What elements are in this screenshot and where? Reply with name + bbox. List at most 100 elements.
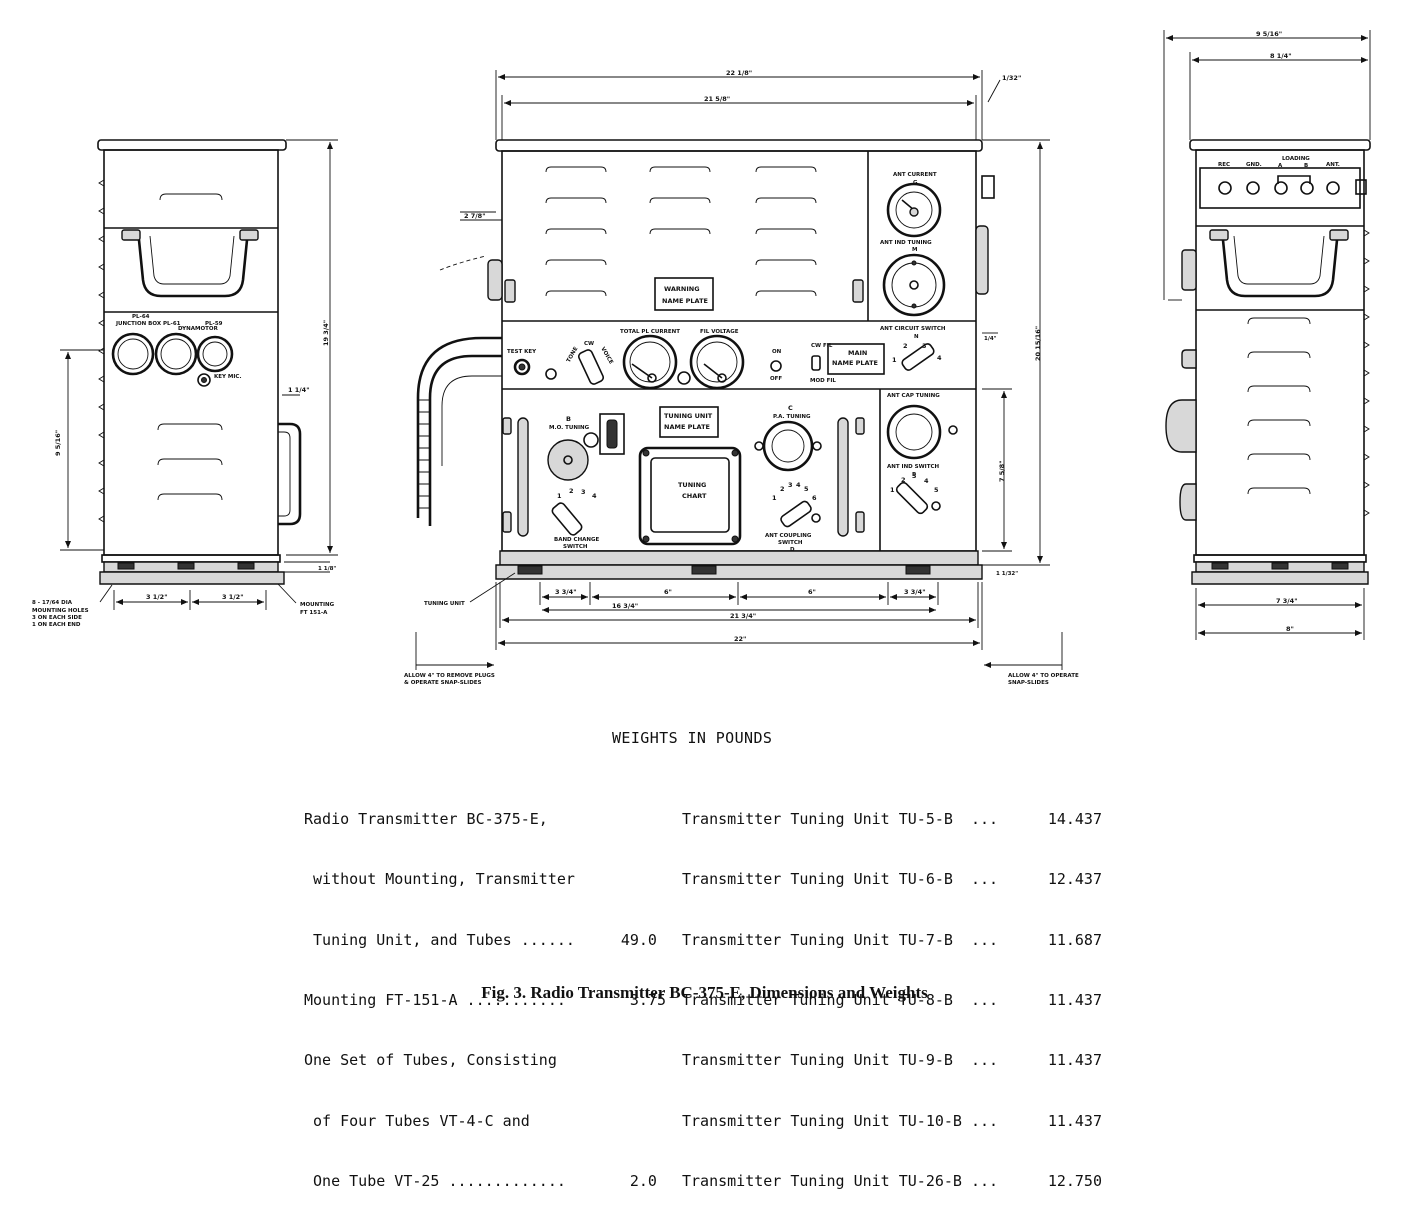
ant-ind-switch-icon[interactable] <box>895 481 929 515</box>
bottom-dim-5: 16 3/4" <box>612 602 638 610</box>
dimension-drawing: PL-64 JUNCTION BOX PL-61 DYNAMOTOR PL-59… <box>32 30 1371 686</box>
weight-item-name: without Mounting, Transmitter <box>304 870 575 889</box>
left-top-cap <box>97 139 287 151</box>
junction-box-plug-icon[interactable] <box>111 332 155 376</box>
weight-row: Transmitter Tuning Unit TU-6-B ...12.437 <box>682 869 1102 889</box>
main-name-plate <box>827 343 885 375</box>
ant-terminal-icon[interactable] <box>1326 181 1340 195</box>
weight-row: without Mounting, Transmitter <box>304 869 666 889</box>
weight-item-value: 2.0 <box>629 1171 666 1190</box>
loading-a-label: A <box>1278 163 1283 169</box>
right-handle-icon[interactable] <box>1220 229 1340 298</box>
tuning-unit-name: Transmitter Tuning Unit TU-10-B ... <box>682 1111 999 1130</box>
weight-row: Transmitter Tuning Unit TU-7-B ... 11.687 <box>682 930 1102 950</box>
tuning-unit-weight: 11.437 <box>1047 1111 1102 1130</box>
junction-box-label: JUNCTION BOX <box>115 321 162 327</box>
ant-ind-switch-label: ANT IND SWITCH <box>887 464 940 470</box>
side-knob-icon[interactable] <box>1181 349 1197 369</box>
snap-slide-icon[interactable] <box>852 279 864 303</box>
right-side-view: REC GND. LOADING A B ANT. <box>1163 30 1371 640</box>
rec-label: REC <box>1218 162 1230 168</box>
side-cap-icon <box>1179 483 1197 521</box>
right-fins <box>1363 229 1370 517</box>
dynamotor-plug-icon[interactable] <box>154 332 198 376</box>
mod-fil-label: MOD FIL <box>810 378 836 384</box>
svg-text:4: 4 <box>937 354 942 362</box>
tone-switch-icon[interactable] <box>577 349 605 386</box>
svg-text:4: 4 <box>924 477 929 485</box>
pa-tuning-dial-icon[interactable] <box>762 420 814 472</box>
holes-dia-label: 8 - 17/64 DIA <box>32 600 73 606</box>
gnd-terminal-icon[interactable] <box>1246 181 1260 195</box>
front-louvres <box>545 166 817 297</box>
total-pl-current-label: TOTAL PL CURRENT <box>620 329 680 335</box>
holes-note-2: 3 ON EACH SIDE <box>32 615 82 621</box>
weight-row: Transmitter Tuning Unit TU-5-B ...14.437 <box>682 809 1102 829</box>
left-louvres <box>157 423 223 501</box>
pl61-label: PL-61 <box>163 321 181 327</box>
rec-terminal-icon[interactable] <box>1218 181 1232 195</box>
right-bottom-inner-dim: 7 3/4" <box>1276 597 1298 605</box>
ant-cap-tuning-dial-icon[interactable] <box>886 404 942 460</box>
tuning-unit-weight: 11.437 <box>1047 991 1102 1010</box>
front-top-inner-dim: 21 5/8" <box>704 95 730 103</box>
weight-item-name: Radio Transmitter BC-375-E, <box>304 810 548 829</box>
snap-slide-icon[interactable] <box>504 279 516 303</box>
test-key-icon[interactable] <box>513 358 531 376</box>
loading-a-terminal-icon[interactable] <box>1274 181 1288 195</box>
lock-knob-icon[interactable] <box>599 413 625 455</box>
key-mic-jack-icon[interactable] <box>197 373 211 387</box>
band-change-label: BAND CHANGE <box>554 537 600 543</box>
svg-text:1: 1 <box>772 494 777 502</box>
weight-item-name: Mounting FT-151-A ........... <box>304 991 566 1010</box>
left-handle-icon[interactable] <box>136 229 250 298</box>
ant-terminal-label: ANT. <box>1326 162 1340 168</box>
tuning-unit-name: Transmitter Tuning Unit TU-7-B ... <box>682 930 999 949</box>
front-lower-dim: 7 5/8" <box>998 460 1006 482</box>
weight-row: of Four Tubes VT-4-C and <box>304 1111 666 1131</box>
mo-tuning-label: M.O. TUNING <box>549 425 590 431</box>
left-side-dim: 1 1/4" <box>288 386 310 394</box>
off-label: OFF <box>770 376 782 382</box>
mo-tuning-dial-icon[interactable] <box>547 439 589 481</box>
weight-row: Mounting FT-151-A ...........3.75 <box>304 990 666 1010</box>
loading-b-terminal-icon[interactable] <box>1300 181 1314 195</box>
fil-switch-icon[interactable] <box>811 355 821 371</box>
bottom-dim-3: 6" <box>808 588 816 596</box>
svg-text:2: 2 <box>569 487 574 495</box>
cw-label: CW <box>584 341 594 347</box>
ant-circuit-switch-icon[interactable] <box>901 342 936 371</box>
pa-tuning-letter: C <box>788 404 793 412</box>
mounting-label: MOUNTING <box>300 602 335 608</box>
left-span-left-dim: 3 1/2" <box>146 593 168 601</box>
band-change-switch-icon[interactable] <box>551 501 584 536</box>
tuning-plate-label: TUNING UNIT <box>664 412 713 420</box>
svg-text:3: 3 <box>912 472 917 480</box>
left-side-view: PL-64 JUNCTION BOX PL-61 DYNAMOTOR PL-59… <box>32 139 338 628</box>
weight-item-name: Tuning Unit, and Tubes ...... <box>304 930 575 949</box>
figure-caption: Fig. 3. Radio Transmitter BC-375-E, Dime… <box>481 983 928 1002</box>
svg-text:1: 1 <box>557 492 562 500</box>
pl59-plug-icon[interactable] <box>196 335 234 373</box>
front-top-cap <box>495 139 983 152</box>
bottom-dim-4: 3 3/4" <box>904 588 926 596</box>
front-height-dim: 20 15/16" <box>1034 326 1042 361</box>
key-mic-label: KEY MIC. <box>214 374 242 380</box>
tuning-unit-weight: 11.687 <box>1047 930 1102 949</box>
svg-text:6: 6 <box>812 494 817 502</box>
pa-tuning-label: P.A. TUNING <box>773 414 811 420</box>
power-switch-icon[interactable] <box>770 360 782 372</box>
left-span-right-dim: 3 1/2" <box>222 593 244 601</box>
weight-row: Transmitter Tuning Unit TU-9-B ...11.437 <box>682 1050 1102 1070</box>
tuning-unit-weight: 12.750 <box>1047 1171 1102 1190</box>
ant-coupling-switch-icon[interactable] <box>779 500 812 528</box>
svg-text:1: 1 <box>892 356 897 364</box>
ant-coupling-letter: D <box>790 547 795 553</box>
figure-page: PL-64 JUNCTION BOX PL-61 DYNAMOTOR PL-59… <box>32 30 1371 1190</box>
tuning-unit-name-plate <box>659 406 719 438</box>
left-side-handle-icon[interactable] <box>278 422 302 526</box>
right-rail-icon <box>837 417 849 537</box>
weights-title: WEIGHTS IN POUNDS <box>612 729 773 747</box>
svg-text:3: 3 <box>581 488 586 496</box>
ant-ind-tuning-dial-icon[interactable] <box>882 253 946 317</box>
